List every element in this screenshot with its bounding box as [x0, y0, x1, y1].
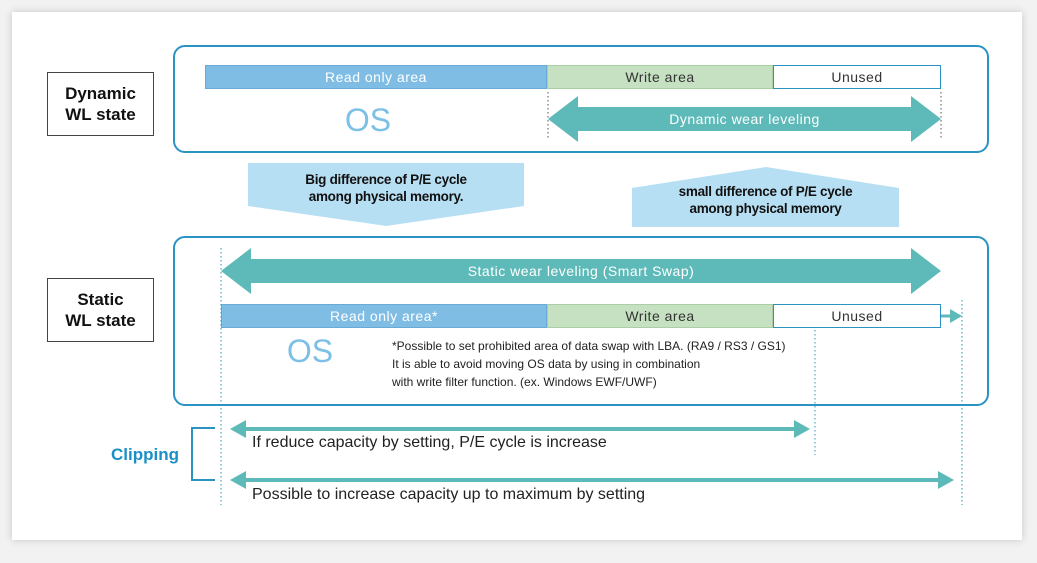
clipping-label: Clipping: [111, 445, 179, 464]
static-unused-area: Unused: [773, 304, 941, 328]
increase-right-arrowhead: [938, 471, 954, 489]
capacity-extension-arrow: [950, 309, 962, 323]
reduce-left-arrowhead: [230, 420, 246, 438]
increase-capacity-text: Possible to increase capacity up to maxi…: [252, 486, 646, 503]
static-wear-leveling-label: Static wear leveling (Smart Swap): [467, 263, 695, 279]
dynamic-wl-panel: [173, 45, 989, 153]
static-wl-state-label: Static WL state: [47, 278, 154, 342]
dynamic-write-area: Write area: [547, 65, 773, 89]
dynamic-wear-leveling-label: Dynamic wear leveling: [669, 111, 820, 127]
dynamic-unused-area: Unused: [773, 65, 941, 89]
big-difference-callout-shape: [248, 163, 524, 226]
reduce-capacity-text: If reduce capacity by setting, P/E cycle…: [252, 434, 607, 451]
static-os-label: OS: [286, 332, 334, 369]
static-write-area: Write area: [547, 304, 773, 328]
clipping-bracket: [191, 427, 215, 481]
dynamic-wl-state-label: Dynamic WL state: [47, 72, 154, 136]
dynamic-read-only-area: Read only area: [205, 65, 547, 89]
static-footnote: *Possible to set prohibited area of data…: [392, 339, 786, 389]
dynamic-wear-leveling-arrow: [548, 96, 941, 142]
static-read-only-area: Read only area*: [221, 304, 547, 328]
static-wear-leveling-arrow: [221, 248, 941, 294]
dynamic-os-label: OS: [344, 101, 392, 138]
increase-left-arrowhead: [230, 471, 246, 489]
big-difference-callout-text: Big difference of P/E cycle among physic…: [305, 172, 467, 204]
small-difference-callout-shape: [632, 167, 899, 227]
small-difference-callout-text: small difference of P/E cycle among phys…: [678, 184, 853, 216]
reduce-right-arrowhead: [794, 420, 810, 438]
